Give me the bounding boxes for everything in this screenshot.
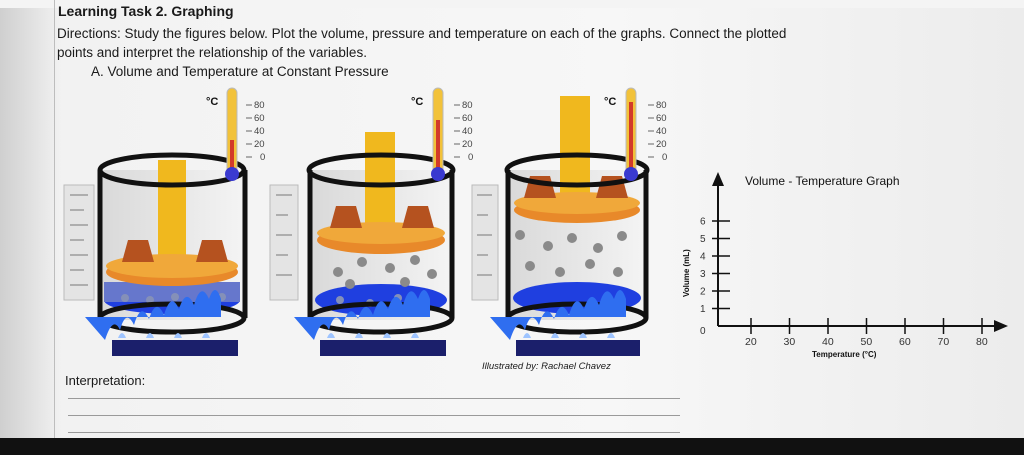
x-tick-label: 40 [822, 336, 834, 348]
y-tick-label: 6 [700, 217, 706, 228]
ruler-1 [63, 184, 95, 301]
y-tick-label: 2 [700, 287, 706, 298]
volume-temperature-graph [712, 172, 1008, 334]
piston-rod-3 [560, 96, 590, 206]
thermo-1-tick: 60 [254, 113, 265, 124]
container-1 [63, 87, 248, 356]
graph-ylabel: Volume (mL) [682, 249, 691, 297]
answer-line-2[interactable] [68, 415, 680, 416]
y-tick-label: 4 [700, 252, 706, 263]
flame-1 [85, 290, 221, 340]
weight-1a [122, 240, 154, 262]
y-tick-label: 1 [700, 304, 706, 315]
ruler-3 [471, 184, 499, 301]
container-2 [269, 87, 456, 356]
burner-1 [112, 340, 238, 356]
interpretation-label: Interpretation: [65, 373, 146, 388]
thermo-unit-2: °C [411, 96, 423, 108]
answer-line-1[interactable] [68, 398, 680, 399]
weight-2b [402, 206, 434, 228]
graph-title: Volume - Temperature Graph [745, 174, 900, 188]
burner-3 [516, 340, 640, 356]
thermo-3-tick: 60 [656, 113, 667, 124]
piston-rod-2 [365, 132, 395, 232]
x-axis-arrow [994, 320, 1008, 332]
y-tick-label: 3 [700, 269, 706, 280]
illustration-credit: Illustrated by: Rachael Chavez [482, 361, 611, 372]
thermo-1-tick: 20 [254, 139, 265, 150]
thermo-3-tick: 20 [656, 139, 667, 150]
thermo-2-tick: 80 [462, 100, 473, 111]
weight-2a [330, 206, 362, 228]
x-tick-label: 30 [784, 336, 796, 348]
piston-rod-1 [158, 160, 186, 270]
thermo-2-tick: 40 [462, 126, 473, 137]
thermo-1-tick: 40 [254, 126, 265, 137]
thermo-2-tick: 0 [468, 152, 473, 163]
page-margin-line [54, 0, 55, 438]
directions-line-2: points and interpret the relationship of… [57, 45, 367, 60]
y-tick-label: 0 [700, 326, 706, 337]
y-tick-label: 5 [700, 234, 706, 245]
answer-line-3[interactable] [68, 432, 680, 433]
x-tick-label: 80 [976, 336, 988, 348]
container-3 [471, 87, 650, 356]
x-tick-label: 70 [938, 336, 950, 348]
burner-2 [320, 340, 446, 356]
graph-xlabel: Temperature (°C) [812, 350, 877, 359]
bottom-dark-edge [0, 438, 1024, 455]
thermo-2-tick: 60 [462, 113, 473, 124]
ruler-2 [269, 184, 299, 301]
y-axis-arrow [712, 172, 724, 186]
x-tick-label: 60 [899, 336, 911, 348]
thermo-unit-1: °C [206, 96, 218, 108]
task-title: Learning Task 2. Graphing [58, 3, 234, 19]
thermo-3-tick: 40 [656, 126, 667, 137]
weight-1b [196, 240, 228, 262]
directions-line-1: Directions: Study the figures below. Plo… [57, 26, 787, 41]
flame-3 [490, 290, 626, 340]
thermo-1-tick: 80 [254, 100, 265, 111]
flame-2 [294, 290, 430, 340]
thermo-unit-3: °C [604, 96, 616, 108]
section-a-heading: A. Volume and Temperature at Constant Pr… [91, 64, 389, 79]
top-strip [0, 0, 1024, 8]
x-tick-label: 50 [861, 336, 873, 348]
thermo-1-tick: 0 [260, 152, 265, 163]
thermo-3-tick: 80 [656, 100, 667, 111]
thermo-2-tick: 20 [462, 139, 473, 150]
x-tick-label: 20 [745, 336, 757, 348]
thermo-3-tick: 0 [662, 152, 667, 163]
